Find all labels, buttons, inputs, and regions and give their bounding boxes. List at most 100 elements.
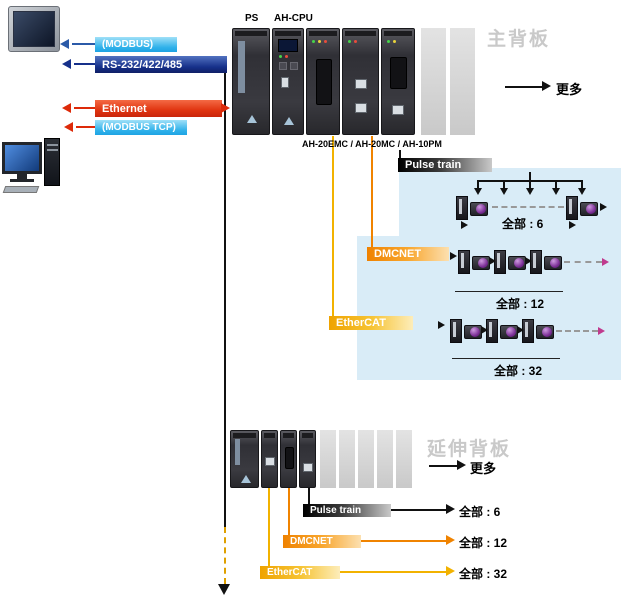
drive-bay (47, 149, 58, 151)
dsub-connector (285, 447, 294, 469)
right-arrow-icon (438, 321, 445, 329)
servo-drive-icon (522, 319, 554, 343)
rs232-link-line (74, 63, 95, 65)
ext-ethercat-bar: EtherCAT (260, 566, 340, 579)
module-vent (235, 31, 267, 36)
status-led (285, 55, 288, 58)
servo-chain-dashed-line (564, 261, 602, 263)
pulse-total-label: 全部 : 6 (502, 217, 544, 231)
drive-bay (47, 144, 58, 146)
servo-motor-icon (500, 325, 518, 339)
module-vent (283, 433, 294, 438)
keyboard (2, 186, 40, 193)
module-vent (345, 31, 376, 36)
servo-drive-icon (486, 319, 518, 343)
down-arrow-icon (500, 188, 508, 195)
rotary-switch (290, 62, 298, 70)
pulse-bus-line (477, 180, 583, 182)
status-led (318, 40, 321, 43)
servo-amplifier-icon (456, 196, 468, 220)
ext-ethercat-total-label: 全部 : 32 (459, 567, 508, 581)
ext-backplane-title: 延伸背板 (427, 439, 512, 460)
pulse-bus-drop (503, 182, 505, 188)
ext-pulse-arrow-icon (446, 504, 455, 514)
pc-monitor (2, 142, 42, 174)
right-arrow-icon (569, 221, 576, 229)
status-led (354, 40, 357, 43)
servo-drive-icon (458, 250, 490, 274)
empty-slot (377, 430, 393, 488)
dsub-connector (316, 59, 332, 105)
down-arrow-icon (578, 188, 586, 195)
usb-port (281, 77, 289, 88)
ext-motion-module-3 (299, 430, 316, 488)
delta-logo-icon (284, 117, 294, 125)
monitor-stand (17, 174, 27, 179)
more-line (505, 86, 542, 88)
empty-slot (358, 430, 374, 488)
ext-ethercat-arrow-icon (446, 566, 455, 576)
ext-pulse-total-label: 全部 : 6 (459, 505, 501, 519)
more-label: 更多 (556, 82, 583, 97)
ethernet-port (392, 105, 404, 115)
servo-drive-icon (530, 250, 562, 274)
motion-modules-caption: AH-20EMC / AH-20MC / AH-10PM (302, 139, 442, 149)
dmcnet-bar: DMCNET (367, 247, 449, 261)
motion-module-3 (381, 28, 415, 135)
servo-motor-icon (544, 256, 562, 270)
down-arrow-icon (526, 188, 534, 195)
hmi-screen (13, 11, 55, 47)
servo-motor-icon (464, 325, 482, 339)
right-arrow-icon (517, 326, 524, 334)
ext-more-line (429, 465, 457, 467)
pulse-train-bar: Pulse train (398, 158, 492, 172)
dmcnet-drop-line (371, 136, 373, 247)
ext-dmcnet-arrow-icon (446, 535, 455, 545)
modbus-tcp-bar: (MODBUS TCP) (95, 120, 187, 135)
ext-pulse-drop-line (308, 488, 310, 504)
right-arrow-icon (481, 326, 488, 334)
ext-dmcnet-bar: DMCNET (283, 535, 361, 548)
power-supply-module (232, 28, 270, 135)
servo-motor-icon (472, 256, 490, 270)
motion-module-1 (306, 28, 340, 135)
down-arrow-icon (474, 188, 482, 195)
status-led (348, 40, 351, 43)
servo-motor-icon (470, 202, 488, 216)
cpu-module (272, 28, 304, 135)
pulse-drop-line (399, 150, 401, 159)
ethernet-port (355, 79, 367, 89)
ext-motion-module-1 (261, 430, 278, 488)
servo-amplifier-icon (566, 196, 578, 220)
cpu-display (278, 39, 298, 52)
status-led (279, 55, 282, 58)
pc-tower (44, 138, 60, 186)
module-vent (302, 433, 313, 438)
dmcnet-continue-arrow-icon (602, 258, 609, 266)
monitor-base (10, 179, 34, 182)
empty-slot (339, 430, 355, 488)
ethernet-arrow-right-icon (221, 103, 230, 113)
dmcnet-total-label: 全部 : 12 (496, 297, 545, 311)
pulse-bus-link (529, 172, 531, 180)
module-vent (275, 31, 301, 36)
ext-more-arrow-icon (457, 460, 466, 470)
empty-slot (450, 28, 475, 135)
backbone-end-arrow-icon (218, 584, 230, 595)
status-led (393, 40, 396, 43)
modbus-arrow-icon (60, 39, 69, 49)
ext-pulse-line (391, 509, 446, 511)
servo-motor-icon (536, 325, 554, 339)
delta-logo-icon (247, 115, 257, 123)
ethernet-arrow-left-icon (62, 103, 71, 113)
module-label-strip (235, 439, 240, 465)
module-label-strip (238, 41, 245, 93)
ext-more-label: 更多 (470, 461, 497, 476)
ethernet-port (265, 457, 275, 466)
pulse-bus-drop (529, 182, 531, 188)
module-vent (233, 433, 256, 438)
pulse-bus-drop (555, 182, 557, 188)
ethernet-port (303, 463, 313, 472)
empty-slot (421, 28, 446, 135)
